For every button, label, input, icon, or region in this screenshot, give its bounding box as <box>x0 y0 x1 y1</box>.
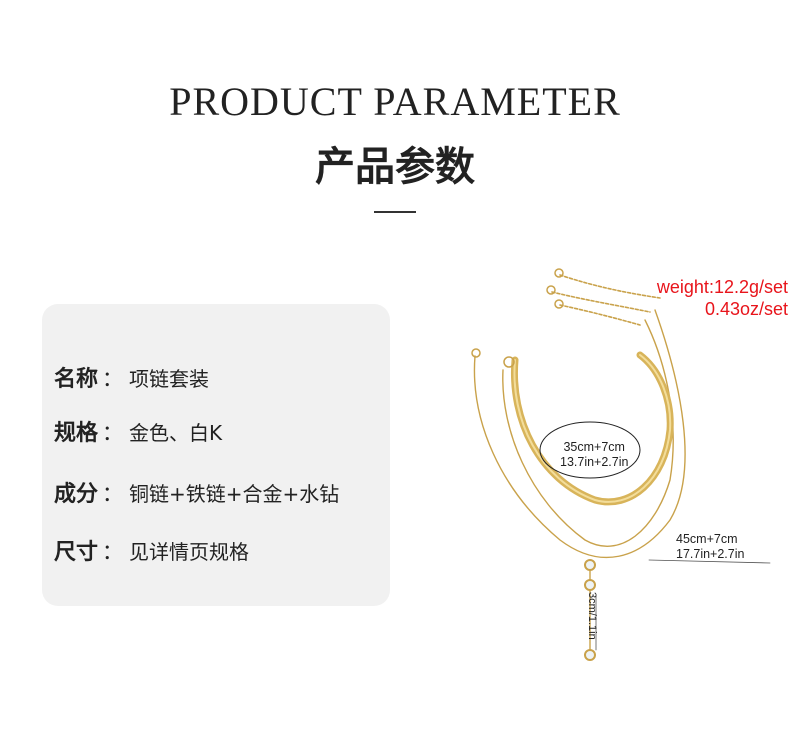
short-chain-size: 35cm+7cm 13.7in+2.7in <box>560 440 628 470</box>
spec-label: 成分 <box>54 482 99 507</box>
extender-chain <box>559 304 641 326</box>
spec-label: 尺寸 <box>54 540 99 565</box>
spec-row-material: 成分：铜链+铁链+合金+水钻 <box>54 476 339 508</box>
weight-grams: weight:12.2g/set <box>656 277 788 297</box>
title-divider <box>374 211 416 213</box>
extender-chain <box>559 274 661 299</box>
pendant-drop-size: 3cm/1.1in <box>586 592 598 640</box>
weight-ounces: 0.43oz/set <box>704 299 788 319</box>
clasp <box>554 268 564 278</box>
clasp <box>503 356 515 368</box>
spec-value: 金色、白K <box>129 421 223 445</box>
short-size-cm: 35cm+7cm <box>563 440 625 454</box>
dimension-line <box>648 559 771 564</box>
rhinestone-pendant <box>584 579 596 591</box>
long-size-cm: 45cm+7cm <box>676 532 738 546</box>
weight-label: weight:12.2g/set 0.43oz/set <box>657 276 788 320</box>
spec-row-name: 名称：项链套装 <box>54 361 209 393</box>
long-chain <box>473 309 686 559</box>
spec-colon: ： <box>102 540 124 564</box>
spec-row-specification: 规格：金色、白K <box>54 415 222 447</box>
spec-value: 铜链+铁链+合金+水钻 <box>129 482 340 506</box>
page-title-en: PRODUCT PARAMETER <box>169 79 621 124</box>
spec-colon: ： <box>102 482 124 506</box>
spec-row-size: 尺寸：见详情页规格 <box>54 534 249 566</box>
dimension-ellipse <box>539 421 641 479</box>
spec-value: 项链套装 <box>129 367 210 391</box>
spec-colon: ： <box>102 367 124 391</box>
spec-colon: ： <box>102 421 124 445</box>
long-size-in: 17.7in+2.7in <box>676 547 745 561</box>
spec-label: 规格 <box>54 421 99 446</box>
extender-chain <box>551 291 651 313</box>
spec-label: 名称 <box>54 367 99 392</box>
short-size-in: 13.7in+2.7in <box>560 455 629 469</box>
clasp <box>554 299 564 309</box>
rhinestone-drop <box>584 649 596 661</box>
spec-card: 名称：项链套装 规格：金色、白K 成分：铜链+铁链+合金+水钻 尺寸：见详情页规… <box>42 304 390 606</box>
long-chain-size: 45cm+7cm 17.7in+2.7in <box>676 532 744 562</box>
rhinestone-pendant <box>584 559 596 571</box>
necklace-set-illustration <box>471 268 771 661</box>
clasp <box>546 285 556 295</box>
clasp <box>471 348 481 358</box>
snake-chain <box>510 351 674 506</box>
page-title-cn: 产品参数 <box>315 144 475 190</box>
spec-value: 见详情页规格 <box>129 540 250 564</box>
